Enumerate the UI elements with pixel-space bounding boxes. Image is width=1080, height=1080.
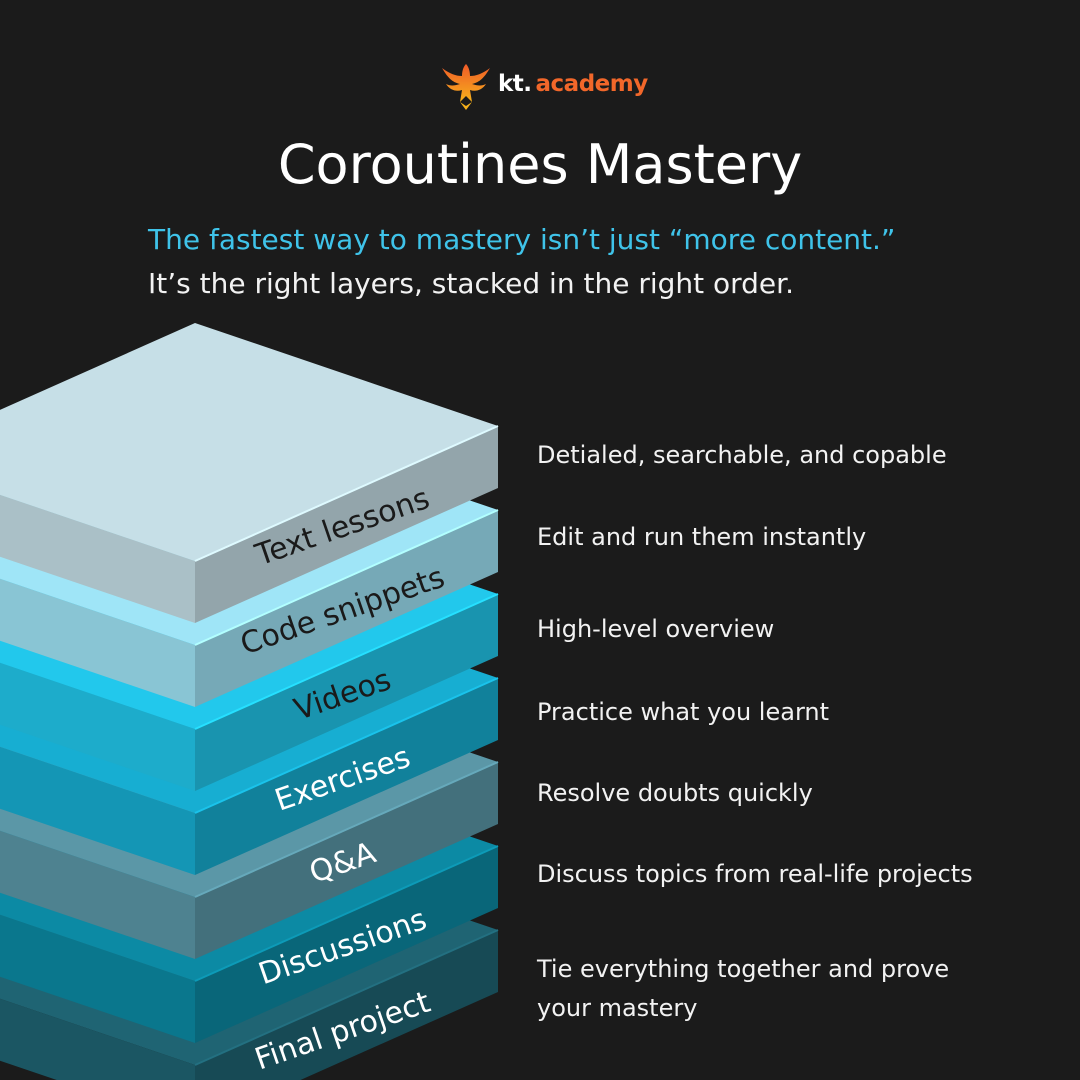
brand-name-suffix: academy	[535, 71, 649, 97]
layer-description: Resolve doubts quickly	[537, 779, 813, 807]
layer-description: Tie everything together and prove your m…	[537, 955, 950, 1022]
layer-description: Practice what you learnt	[537, 698, 830, 726]
layer-description: High-level overview	[537, 615, 775, 643]
layer-edge-highlight	[194, 425, 499, 562]
layer-top-face	[0, 323, 498, 561]
layer-slab-0: Text lessons	[0, 323, 499, 623]
layer-description: Detialed, searchable, and copable	[537, 441, 947, 469]
intro-text: The fastest way to mastery isn’t just “m…	[148, 218, 1008, 306]
intro-accent-line: The fastest way to mastery isn’t just “m…	[148, 223, 896, 256]
layer-edge-highlight	[194, 593, 499, 730]
layer-edge-highlight	[194, 509, 499, 646]
layer-description: Edit and run them instantly	[537, 523, 867, 551]
layer-left-face	[0, 914, 195, 1043]
layer-right-face	[195, 678, 498, 875]
brand-logo: kt. academy	[438, 56, 658, 112]
layer-left-face	[0, 746, 195, 875]
layer-edge-highlight	[194, 677, 499, 814]
intro-plain-line: It’s the right layers, stacked in the ri…	[148, 267, 794, 300]
layer-right-face	[195, 594, 498, 791]
layer-left-face	[0, 494, 195, 623]
layer-edge-highlight	[194, 761, 499, 898]
layer-right-face	[195, 930, 498, 1080]
layer-edge-highlight	[194, 929, 499, 1066]
page-title: Coroutines Mastery	[277, 133, 803, 196]
layer-left-face	[0, 662, 195, 791]
brand-name-prefix: kt.	[498, 71, 532, 97]
layer-description: Discuss topics from real-life projects	[537, 860, 973, 888]
layer-left-face	[0, 578, 195, 707]
layer-right-face	[195, 762, 498, 959]
phoenix-icon	[442, 64, 490, 110]
layer-left-face	[0, 998, 195, 1080]
layer-edge-highlight	[194, 845, 499, 982]
layer-left-face	[0, 830, 195, 959]
layer-right-face	[195, 426, 498, 623]
layer-right-face	[195, 510, 498, 707]
layer-right-face	[195, 846, 498, 1043]
